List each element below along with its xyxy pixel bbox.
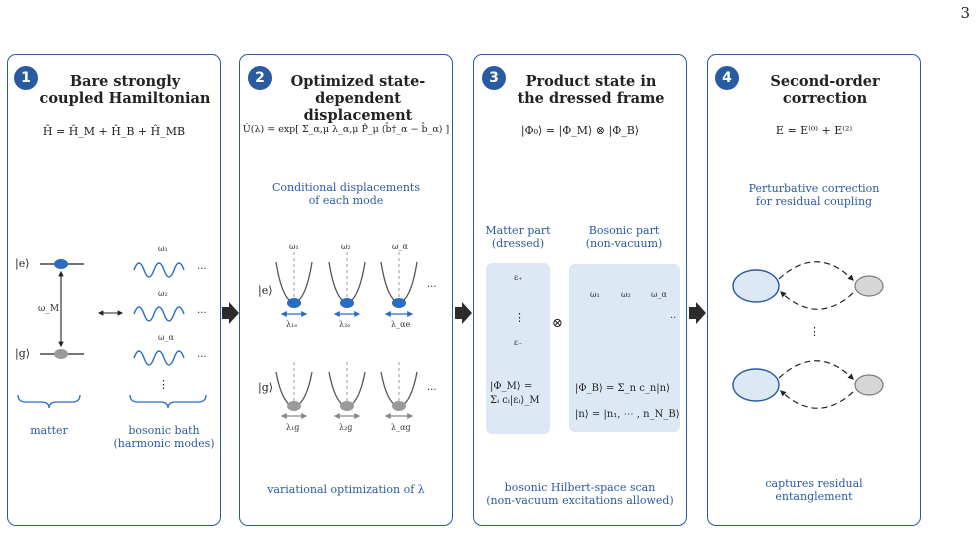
well-omega-2-label: ω₂ (341, 242, 351, 251)
lambda-2g-label: λ₂g (339, 423, 353, 432)
wells-ground (275, 362, 418, 419)
omega-1-label: ω₁ (158, 244, 168, 253)
omega-alpha-label: ω_α (158, 333, 174, 342)
levels-vdots: ⋮ (514, 311, 525, 324)
energy-equation: E = E⁽⁰⁾ + E⁽²⁾ (775, 124, 853, 137)
bosonic-bath-label: bosonic bath (harmonic modes) (113, 424, 215, 450)
matter-state-expression: |Φ_M⟩ = Σᵢ cᵢ|εᵢ⟩_M (490, 381, 540, 406)
panel-bare-hamiltonian (7, 54, 221, 526)
displacement-operator-equation: Û(λ) = exp[ Σ_α,μ λ_α,μ P̂_μ (b̂†_α − b̂… (242, 124, 450, 135)
bosonic-part-label: Bosonic part (non-vacuum) (585, 224, 663, 250)
hamiltonian-equation: Ĥ = Ĥ_M + Ĥ_B + Ĥ_MB (42, 125, 186, 138)
omega-m-label: ω_M (38, 304, 60, 314)
bath-dots-2: ... (197, 305, 207, 316)
panel-displacement (239, 54, 453, 526)
lambda-1g-label: λ₁g (286, 423, 300, 432)
excited-state-label: |e⟩ (15, 257, 30, 270)
flow-arrow-1-2 (222, 302, 239, 324)
two-level-system (40, 259, 84, 359)
bosonic-omega-1-label: ω₁ (590, 290, 600, 299)
lambda-alpha-g-label: λ_αg (391, 423, 411, 432)
epsilon-minus-label: ε₋ (514, 338, 523, 347)
flow-arrow-3-4 (689, 302, 706, 324)
panel-3-title: Product state in the dressed frame (517, 73, 665, 107)
matter-part-box (486, 263, 550, 434)
tensor-product-symbol: ⊗ (552, 316, 563, 331)
well-omega-1-label: ω₁ (289, 242, 299, 251)
perturbation-loops (732, 261, 884, 409)
ground-wells-dots: ... (427, 382, 437, 393)
page-number: 3 (960, 4, 970, 22)
bath-dots-1: ... (197, 261, 207, 272)
ground-state-label: |g⟩ (15, 347, 31, 360)
bosonic-state-expression: |Φ_B⟩ = Σ_n c_n|n⟩ (575, 383, 670, 394)
epsilon-plus-label: ε₊ (514, 273, 523, 282)
panel-4-title: Second-order correction (770, 73, 880, 107)
well-omega-alpha-label: ω_α (392, 242, 408, 251)
product-state-equation: |Φ₀⟩ = |Φ_M⟩ ⊗ |Φ_B⟩ (520, 124, 640, 137)
bosonic-omega-2-label: ω₂ (621, 290, 631, 299)
residual-entanglement-footer: captures residual entanglement (765, 477, 863, 503)
excited-wells-dots: ... (427, 279, 437, 290)
conditional-displacements-caption: Conditional displacements of each mode (272, 181, 420, 207)
hilbert-space-scan-footer: bosonic Hilbert-space scan (non-vacuum e… (486, 481, 674, 507)
fock-state-expression: |n⟩ = |n₁, ⋯ , n_N_B⟩ (575, 409, 680, 420)
bath-dots-3: ... (197, 349, 207, 360)
matter-label: matter (30, 424, 68, 437)
lambda-alpha-e-label: λ_αe (391, 320, 411, 329)
wells-excited (275, 252, 418, 317)
step-badge-3: 3 (482, 66, 506, 90)
loops-vdots: ⋮ (809, 325, 820, 338)
matter-part-label: Matter part (dressed) (485, 224, 551, 250)
bath-vdots: ⋮ (158, 378, 169, 391)
variational-optimization-footer: variational optimization of λ (267, 483, 425, 496)
bosonic-wells-dots: .. (670, 310, 677, 321)
lambda-1e-label: λ₁ₑ (286, 320, 298, 329)
step-badge-4: 4 (715, 66, 739, 90)
bosonic-part-box (569, 264, 680, 432)
panel-2-title: Optimized state- dependent displacement (290, 73, 426, 124)
displaced-ground-label: |g⟩ (258, 381, 274, 394)
bath-waves (133, 262, 185, 366)
lambda-2e-label: λ₂ₑ (339, 320, 351, 329)
flow-arrow-2-3 (455, 302, 472, 324)
panel-1-title: Bare strongly coupled Hamiltonian (39, 73, 211, 107)
displaced-excited-label: |e⟩ (258, 284, 273, 297)
perturbative-correction-caption: Perturbative correction for residual cou… (748, 182, 880, 208)
braces (17, 394, 207, 409)
step-badge-1: 1 (14, 66, 38, 90)
omega-2-label: ω₂ (158, 289, 168, 298)
step-badge-2: 2 (248, 66, 272, 90)
bosonic-omega-alpha-label: ω_α (651, 290, 667, 299)
